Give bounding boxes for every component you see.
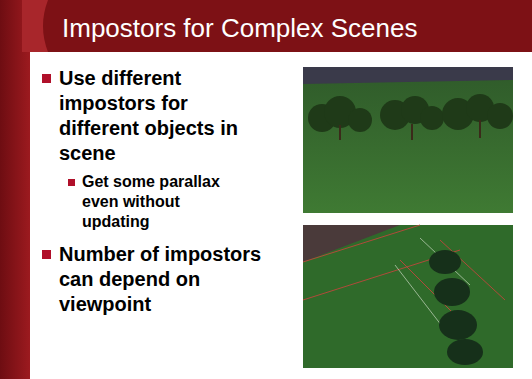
slide-title: Impostors for Complex Scenes <box>62 8 417 48</box>
bullet-text: Use different impostors for different ob… <box>59 66 262 166</box>
bullet-item: Use different impostors for different ob… <box>42 66 262 166</box>
bullet-square <box>42 74 51 83</box>
impostor-view-top <box>303 67 513 213</box>
title-bar <box>22 0 532 52</box>
bullet-item: Get some parallax even without updating <box>68 172 248 232</box>
bullet-item: Number of impostors can depend on viewpo… <box>42 242 262 317</box>
bullet-text: Number of impostors can depend on viewpo… <box>59 242 262 317</box>
impostor-view-bottom <box>303 225 513 368</box>
bullet-text: Get some parallax even without updating <box>82 172 248 232</box>
bullet-square <box>68 179 75 186</box>
title-bar-curve <box>22 0 48 52</box>
side-bar <box>0 0 30 379</box>
bullet-square <box>42 250 51 259</box>
bullet-list: Use different impostors for different ob… <box>42 66 292 323</box>
